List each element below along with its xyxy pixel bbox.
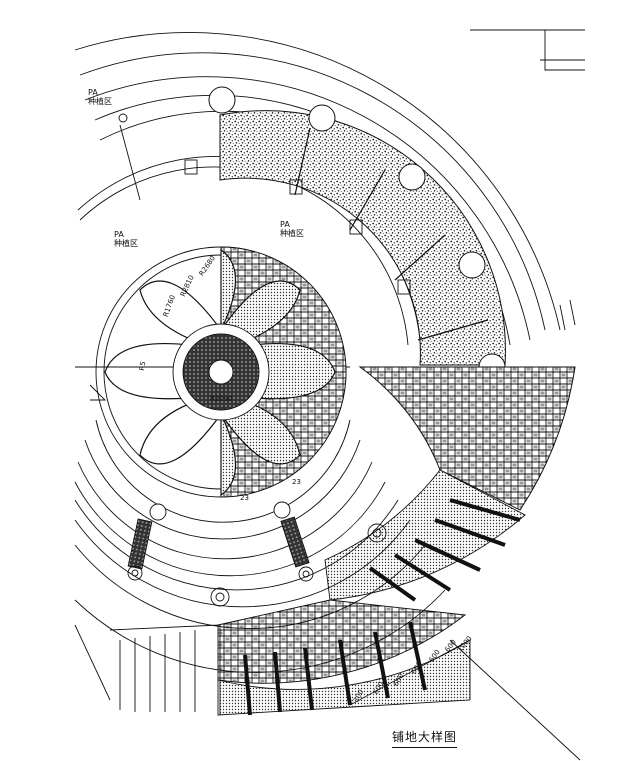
drawing-title: 铺地大样图 <box>392 728 458 748</box>
zone-code: PA <box>114 230 124 239</box>
zone-label: 种植区 <box>88 97 112 106</box>
bollard-circles <box>208 86 506 381</box>
dimension-leader <box>449 639 581 761</box>
lower-stripe-band <box>324 469 526 601</box>
lower-stripes <box>368 498 521 602</box>
bottom-stripes <box>243 621 427 716</box>
gravel-band <box>219 110 506 366</box>
lamp-circles <box>127 523 387 607</box>
dimension-line <box>349 639 471 706</box>
bench-lines <box>74 624 221 715</box>
centre-core <box>208 359 234 385</box>
entrance-arrow <box>89 384 107 401</box>
radial-ticks <box>118 113 411 295</box>
planter-slots <box>127 501 310 570</box>
step-label: 23 <box>240 494 249 502</box>
zone-code: PA <box>88 88 98 97</box>
step-label: 23 <box>292 478 301 486</box>
radius-label: R5 <box>137 360 148 372</box>
cobble-quadrant <box>358 366 576 511</box>
centre-label: R2090 <box>210 395 233 403</box>
zone-code: PA <box>280 220 290 229</box>
zone-label: 种植区 <box>114 239 138 248</box>
zone-label: 种植区 <box>280 229 304 238</box>
